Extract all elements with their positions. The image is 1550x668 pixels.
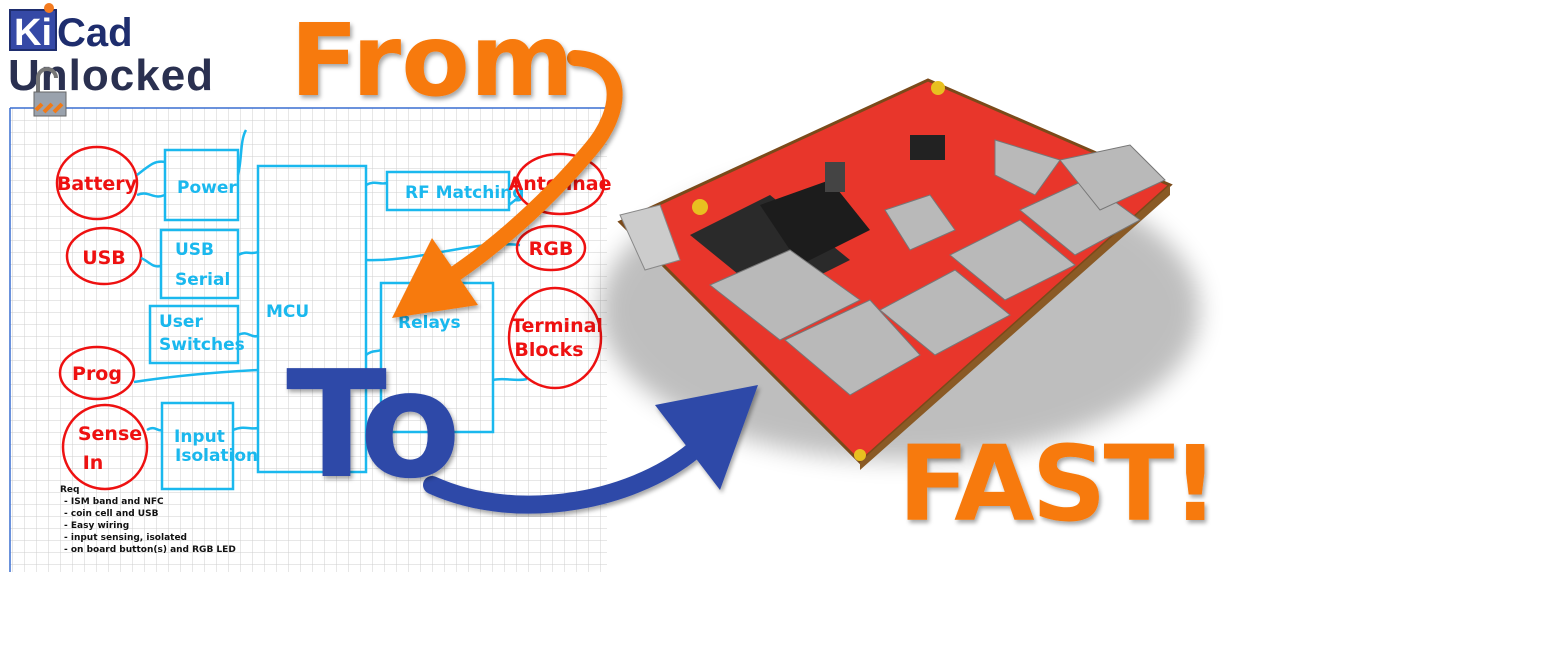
requirement-item: - coin cell and USB — [64, 509, 159, 519]
sense-in-ellipse — [61, 403, 149, 491]
relays-label: Relays — [398, 313, 461, 333]
blocks-label: Blocks — [514, 339, 583, 361]
logo-ki: Ki — [14, 12, 52, 54]
terminal-blocks-ellipse — [507, 286, 603, 390]
power-label: Power — [177, 178, 237, 198]
orange-arrow — [392, 50, 623, 318]
user-switches-label-1: User — [159, 312, 203, 332]
kicad-unlocked-logo: Ki Cad Unlocked — [8, 3, 213, 117]
requirement-item: - ISM band and NFC — [64, 497, 164, 507]
in-label: In — [83, 452, 104, 474]
usb-serial-block — [159, 228, 240, 300]
battery-label: Battery — [57, 173, 138, 195]
blue-arrow — [423, 385, 758, 514]
headline-from: From — [290, 2, 574, 119]
headline-fast: FAST! — [898, 423, 1216, 545]
input-isolation-block — [160, 401, 235, 491]
logo-cad: Cad — [57, 11, 133, 55]
usb-ellipse — [65, 226, 143, 286]
headline-to: To — [286, 339, 455, 511]
padlock-icon — [33, 67, 67, 117]
requirements-title: Req — [60, 485, 79, 495]
mcu-block — [256, 164, 368, 474]
requirement-item: - input sensing, isolated — [64, 533, 187, 543]
rf-matching-block — [385, 170, 511, 212]
power-block — [163, 148, 240, 222]
prog-label: Prog — [72, 363, 122, 385]
rgb-label: RGB — [529, 238, 574, 260]
usb-serial-label-2: Serial — [175, 270, 230, 290]
antennae-ellipse — [514, 152, 606, 216]
requirements-list: Req - ISM band and NFC - coin cell and U… — [60, 485, 236, 555]
requirement-item: - on board button(s) and RGB LED — [64, 545, 236, 555]
prog-ellipse — [58, 345, 136, 401]
input-ellipses: Battery USB Prog Sense In — [55, 145, 149, 491]
sense-label: Sense — [78, 423, 142, 445]
blocks: Power USB Serial User Switches Input Iso… — [148, 148, 524, 491]
mcu-label: MCU — [266, 302, 309, 322]
pcb-render — [600, 78, 1200, 470]
terminal-label: Terminal — [511, 315, 603, 337]
usb-label: USB — [82, 247, 126, 269]
rgb-ellipse — [515, 224, 587, 272]
requirement-item: - Easy wiring — [64, 521, 129, 531]
input-isolation-label-2: Isolation — [175, 446, 258, 466]
usb-serial-label-1: USB — [175, 240, 214, 260]
input-isolation-label-1: Input — [174, 427, 225, 447]
user-switches-label-2: Switches — [159, 335, 245, 355]
rf-matching-label: RF Matching — [405, 183, 524, 203]
battery-ellipse — [55, 145, 139, 221]
